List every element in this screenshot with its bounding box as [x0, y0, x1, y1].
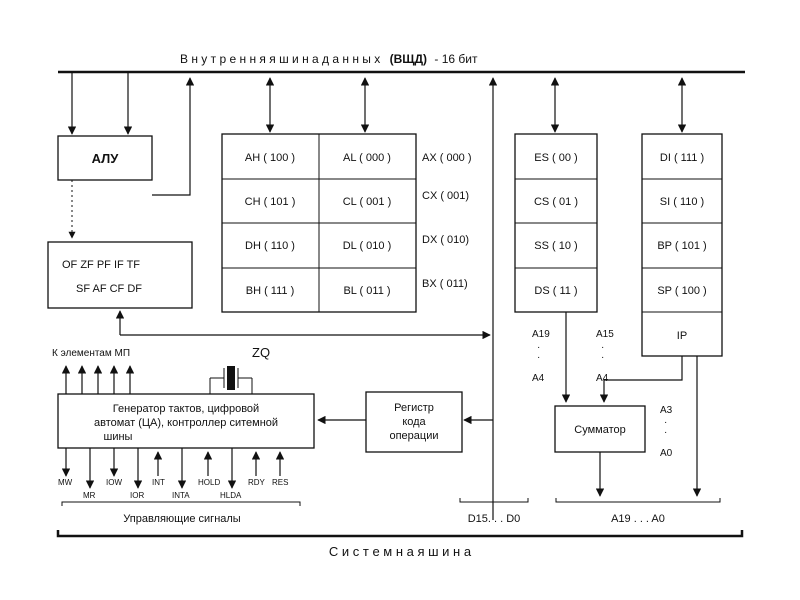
- internal-bus-title-abbr: (ВЩД): [390, 52, 427, 66]
- flags-box: [47, 241, 193, 309]
- signal-inta: INTA: [172, 491, 190, 500]
- register-si: SI ( 110 ): [660, 196, 704, 208]
- opcode-register-line3: операции: [389, 430, 438, 442]
- dots-left-1: ·: [537, 342, 540, 353]
- dots-left-2: ·: [537, 352, 540, 363]
- zq-label: ZQ: [252, 345, 270, 360]
- register-es: ES ( 00 ): [534, 152, 577, 164]
- mp-elements-label: К элементам МП: [52, 348, 130, 359]
- register-di: DI ( 111 ): [660, 152, 704, 164]
- label-a4-left: A4: [532, 373, 545, 384]
- label-a19: A19: [532, 329, 550, 340]
- register-dl: DL ( 010 ): [343, 240, 392, 252]
- signal-int: INT: [152, 478, 165, 487]
- opcode-register-box: [365, 391, 463, 453]
- register-bh: BH ( 111 ): [246, 285, 295, 297]
- dots-right-1: ·: [601, 342, 604, 353]
- register-dh: DH ( 110 ): [245, 240, 295, 252]
- ip-adder-arrow: [599, 356, 683, 403]
- opcode-register-line1: Регистр: [394, 402, 434, 414]
- register-cx: CX ( 001): [422, 190, 469, 202]
- generator-line2: автомат (ЦА), контроллер ситемной: [94, 417, 278, 429]
- crystal-icon: [209, 366, 253, 394]
- opcode-register-line2: кода: [402, 416, 426, 428]
- register-bl: BL ( 011 ): [343, 285, 390, 297]
- register-ax: AX ( 000 ): [422, 152, 472, 164]
- system-bus-label: С и с т е м н а я ш и н а: [329, 544, 472, 559]
- register-cs: CS ( 01 ): [534, 196, 578, 208]
- data-range-bracket: [459, 498, 529, 503]
- signal-mw: MW: [58, 478, 73, 487]
- signal-ior: IOR: [130, 491, 144, 500]
- register-ah: AH ( 100 ): [245, 152, 295, 164]
- register-bp: BP ( 101 ): [657, 240, 706, 252]
- pointer-register-file: DI ( 111 ) SI ( 110 ) BP ( 101 ) SP ( 10…: [641, 133, 723, 357]
- dots-right-2: ·: [601, 352, 604, 363]
- signal-hold: HOLD: [198, 478, 220, 487]
- register-ch: CH ( 101 ): [245, 196, 296, 208]
- register-sp: SP ( 100 ): [657, 285, 706, 297]
- register-dx: DX ( 010): [422, 234, 469, 246]
- control-signals-bracket: [61, 501, 301, 506]
- adder-label: Сумматор: [574, 424, 625, 436]
- generator-box: [57, 393, 315, 449]
- signal-res: RES: [272, 478, 288, 487]
- label-a3: A3: [660, 405, 673, 416]
- alu-label: АЛУ: [92, 151, 120, 166]
- pointer-register-outline: [641, 133, 723, 357]
- internal-bus-title: В н у т р е н н я я ш и н а д а н н ы х …: [180, 52, 478, 66]
- segment-register-file: ES ( 00 ) CS ( 01 ) SS ( 10 ) DS ( 11 ): [514, 133, 598, 313]
- signal-hlda: HLDA: [220, 491, 242, 500]
- system-bus-bracket: [56, 530, 744, 538]
- data-range-label: D15. . . D0: [468, 513, 521, 525]
- flags-row2: SF AF CF DF: [76, 283, 142, 295]
- signal-rdy: RDY: [248, 478, 266, 487]
- label-a4-right: A4: [596, 373, 609, 384]
- address-range-label: A19 . . . A0: [611, 513, 665, 525]
- register-al: AL ( 000 ): [343, 152, 391, 164]
- register-ss: SS ( 10 ): [534, 240, 577, 252]
- dots-a-1: ·: [664, 417, 667, 428]
- register-cl: CL ( 001 ): [343, 196, 392, 208]
- register-ds: DS ( 11 ): [534, 285, 577, 297]
- generator-line3: шины: [104, 431, 133, 443]
- signal-iow: IOW: [106, 478, 122, 487]
- internal-bus-title-prefix: В н у т р е н н я я ш и н а д а н н ы х: [180, 52, 380, 66]
- dots-a-2: ·: [664, 427, 667, 438]
- internal-bus-title-suffix: - 16 бит: [434, 52, 478, 66]
- flags-row1: OF ZF PF IF TF: [62, 259, 140, 271]
- alu-box: [57, 135, 153, 181]
- control-signals-label: Управляющие сигналы: [123, 513, 241, 525]
- gp-register-file: AH ( 100 ) AL ( 000 ) CH ( 101 ) CL ( 00…: [221, 133, 417, 313]
- generator-line1: Генератор тактов, цифровой: [113, 403, 259, 415]
- signal-mr: MR: [83, 491, 96, 500]
- address-range-bracket: [555, 498, 721, 503]
- label-a15: A15: [596, 329, 614, 340]
- label-a0: A0: [660, 448, 673, 459]
- register-bx: BX ( 011): [422, 278, 468, 290]
- alu-result-arrow: [152, 77, 195, 196]
- register-ip: IP: [677, 330, 687, 342]
